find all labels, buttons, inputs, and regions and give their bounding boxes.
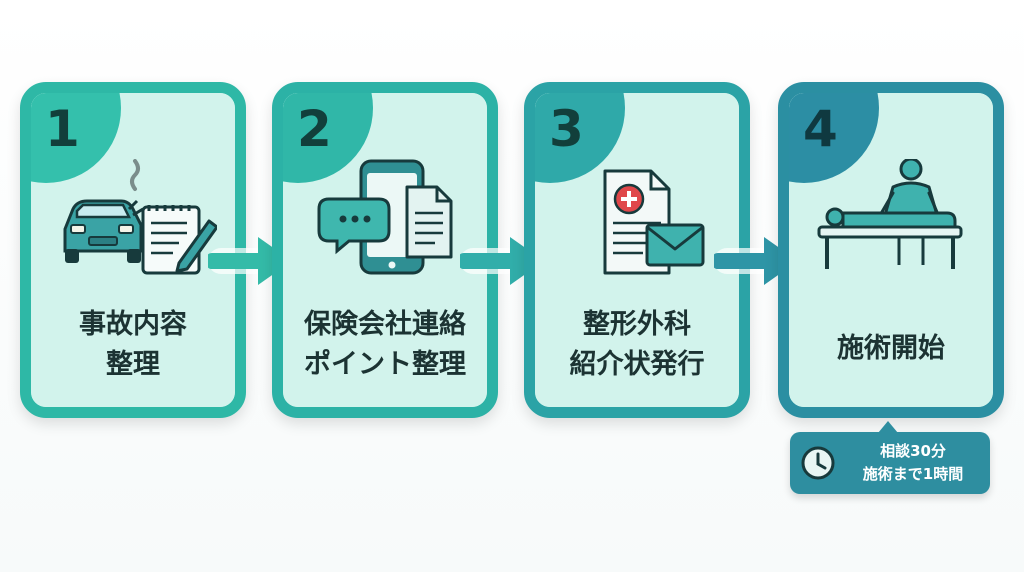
step-label-line-2: ポイント整理 bbox=[304, 349, 466, 380]
callout-line-2: 施術まで1時間 bbox=[862, 465, 964, 483]
step-label-line-1: 事故内容 bbox=[79, 309, 187, 340]
step-number: 2 bbox=[297, 100, 332, 158]
callout-line-1: 相談30分 bbox=[880, 442, 946, 460]
step-label-line-1: 施術開始 bbox=[837, 333, 945, 364]
step-number: 1 bbox=[45, 100, 80, 158]
step-card-1: 1 事故内容 整理 bbox=[20, 82, 246, 418]
step-label: 保険会社連絡 ポイント整理 bbox=[283, 305, 487, 385]
step-label: 整形外科 紹介状発行 bbox=[535, 305, 739, 385]
step-card-2: 2 保険会社連絡 ポイント整理 bbox=[272, 82, 498, 418]
step-label-line-1: 整形外科 bbox=[583, 309, 691, 340]
callout-text: 相談30分 施術まで1時間 bbox=[842, 440, 984, 486]
step-number: 4 bbox=[803, 100, 838, 158]
step-number: 3 bbox=[549, 100, 584, 158]
step-label-line-2: 紹介状発行 bbox=[569, 349, 705, 380]
arrow-right-icon bbox=[208, 237, 292, 285]
step-label-line-1: 保険会社連絡 bbox=[304, 309, 466, 340]
arrow-right-icon bbox=[714, 237, 798, 285]
car-accident-notepad-icon bbox=[63, 159, 217, 275]
step-card-3: 3 整形外科 紹介状発行 bbox=[524, 82, 750, 418]
step-card-4: 4 施術開始 bbox=[778, 82, 1004, 418]
step-label: 施術開始 bbox=[789, 329, 993, 369]
step-label: 事故内容 整理 bbox=[31, 305, 235, 385]
medical-document-envelope-icon bbox=[603, 169, 705, 275]
step-label-line-2: 整理 bbox=[106, 349, 160, 380]
clock-icon bbox=[801, 446, 835, 480]
time-callout: 相談30分 施術まで1時間 bbox=[790, 421, 990, 494]
arrow-right-icon bbox=[460, 237, 544, 285]
phone-chat-document-icon bbox=[317, 159, 453, 275]
therapist-massage-icon bbox=[817, 159, 963, 269]
